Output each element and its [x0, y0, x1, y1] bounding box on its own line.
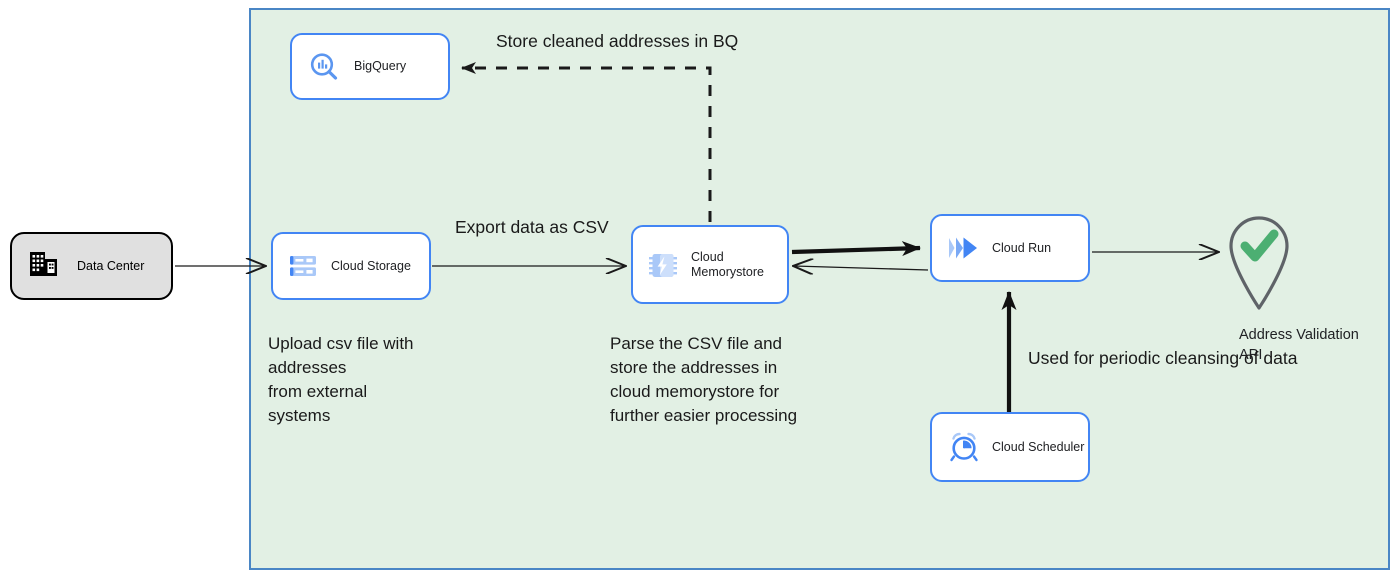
node-label-cloud-scheduler: Cloud Scheduler: [992, 439, 1085, 454]
node-label-cloud-run: Cloud Run: [992, 240, 1052, 255]
node-label-cloud-storage: Cloud Storage: [331, 258, 411, 273]
edge-label-export-csv: Export data as CSV: [455, 217, 609, 237]
node-cloud-storage[interactable]: Cloud Storage: [271, 232, 431, 300]
node-label-data-center: Data Center: [77, 259, 145, 273]
edge-label-store-cleaned: Store cleaned addresses in BQ: [496, 31, 739, 51]
node-address-validation-api[interactable]: [1222, 208, 1296, 310]
address-validation-pin-check-icon: [1229, 216, 1289, 310]
memorystore-chip-icon: [648, 250, 678, 280]
cloud-storage-icon: [288, 251, 318, 281]
node-label-cloud-memorystore: Cloud Memorystore: [691, 249, 764, 279]
bigquery-magnifier-icon: [308, 51, 340, 83]
edge-label-periodic-cleansing: Used for periodic cleansing of data: [1028, 348, 1298, 368]
node-cloud-memorystore[interactable]: Cloud Memorystore: [631, 225, 789, 304]
node-cloud-scheduler[interactable]: Cloud Scheduler: [930, 412, 1090, 482]
cloud-run-icon: [946, 233, 980, 263]
address-validation-api-label: Address Validation API: [1239, 327, 1359, 363]
cloud-scheduler-clock-icon: [948, 431, 980, 463]
cloud-region-container: [249, 8, 1390, 570]
note-parse-csv: Parse the CSV file and store the address…: [610, 334, 798, 425]
node-data-center[interactable]: Data Center: [10, 232, 173, 300]
node-bigquery[interactable]: BigQuery: [290, 33, 450, 100]
datacenter-building-icon: [29, 250, 59, 283]
node-label-bigquery: BigQuery: [354, 59, 407, 74]
node-cloud-run[interactable]: Cloud Run: [930, 214, 1090, 282]
note-upload-csv: Upload csv file with addresses from exte…: [268, 334, 414, 425]
